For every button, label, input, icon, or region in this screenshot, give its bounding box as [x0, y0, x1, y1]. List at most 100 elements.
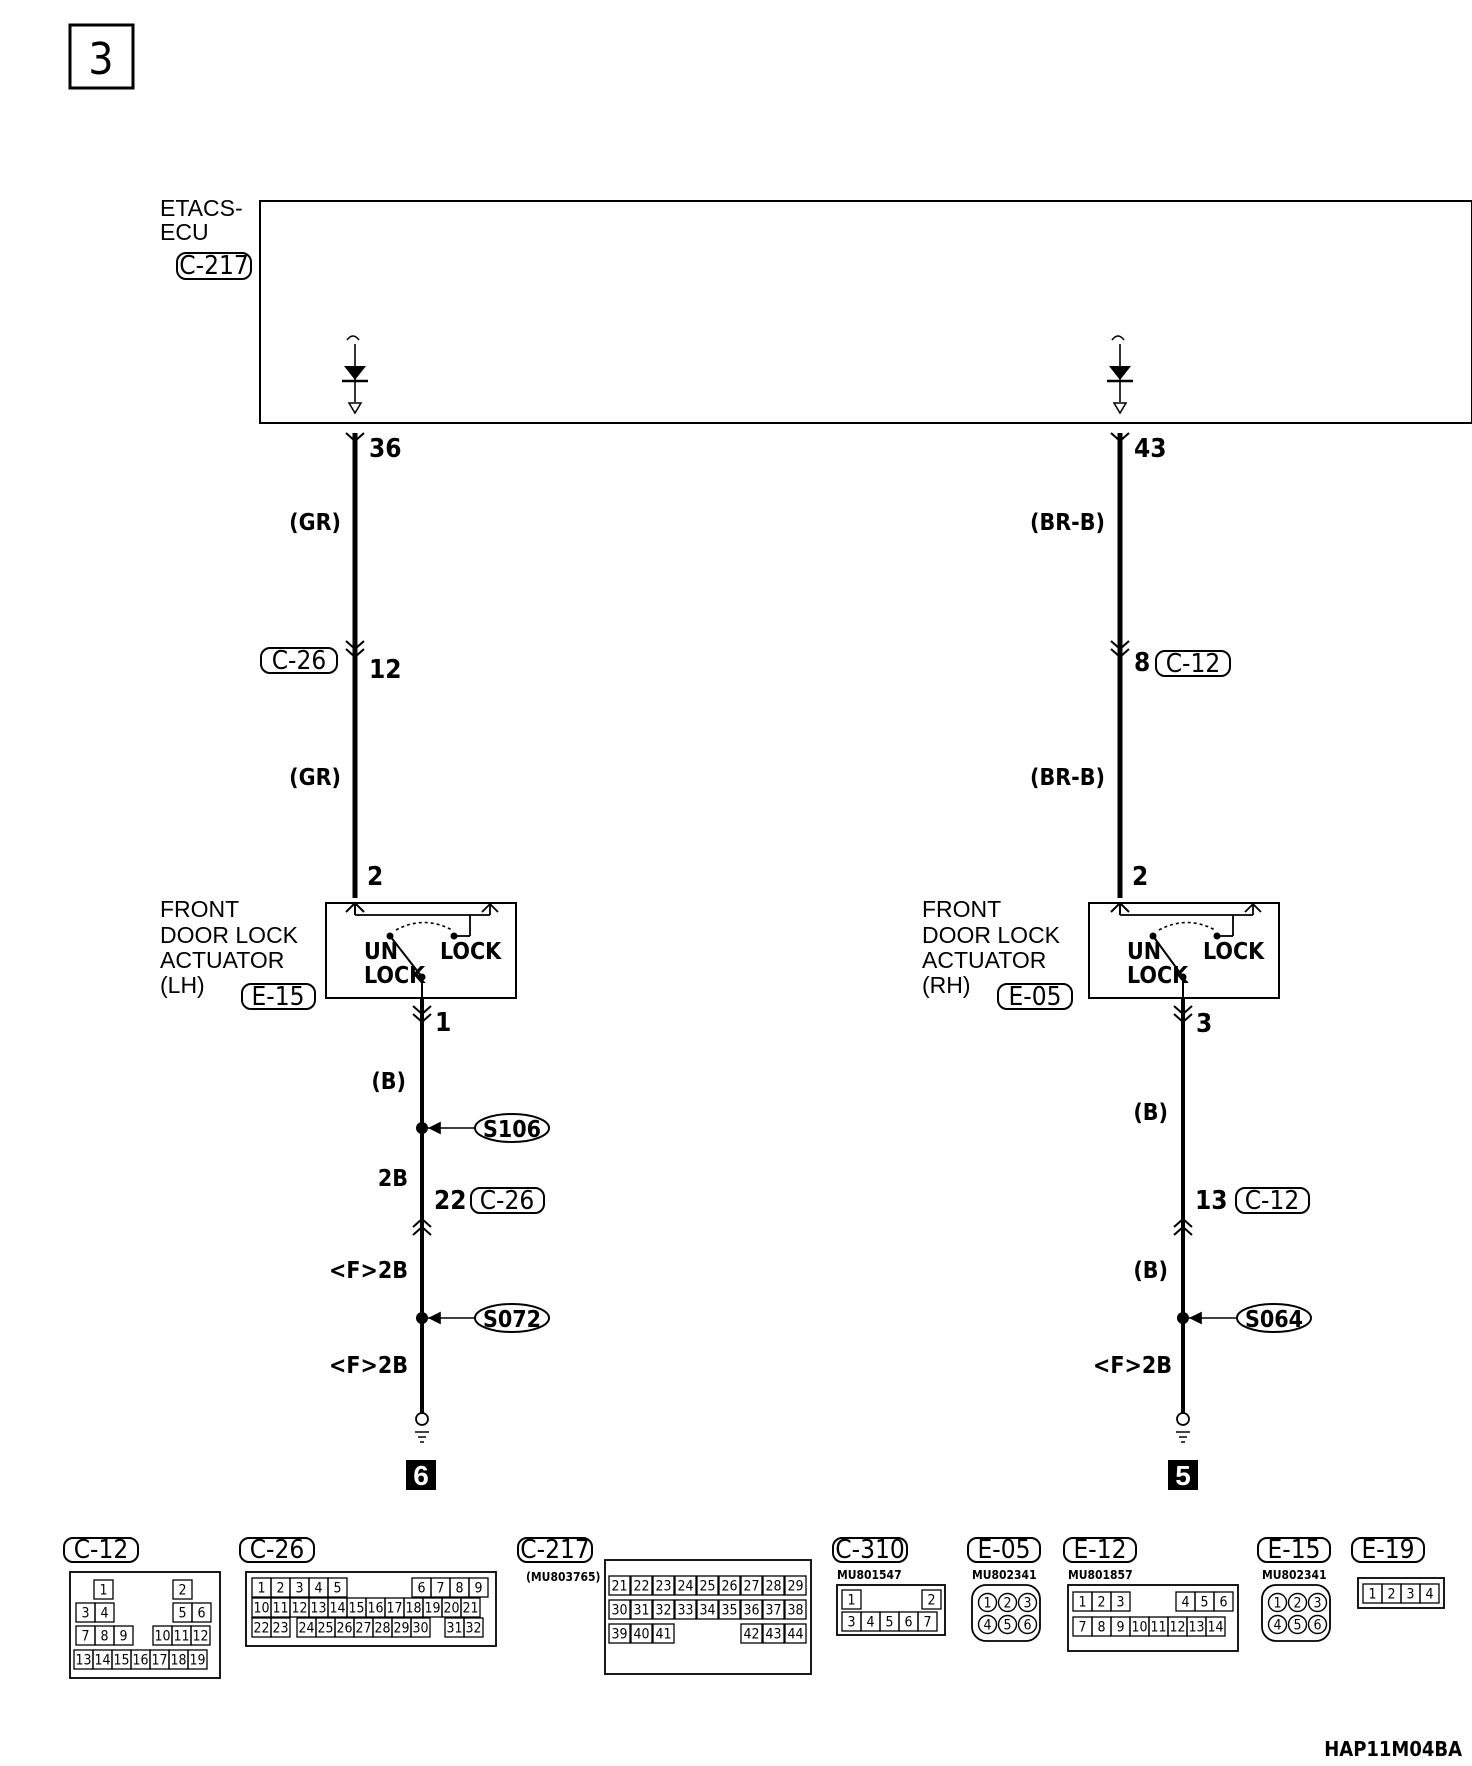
- c26-pin-10-label: 10: [253, 1601, 269, 1617]
- c26-pin-30-cell: [410, 1617, 431, 1638]
- c12-pin-9-cell: [113, 1625, 134, 1646]
- e12-pin-2-label: 2: [1097, 1595, 1105, 1611]
- c217-pin-31-cell: [630, 1599, 653, 1620]
- rh-actuator-label-2: DOOR LOCK: [922, 922, 1061, 948]
- lh-switch-unlock-2: LOCK: [364, 963, 426, 989]
- lh-actuator-connector: E-15: [252, 982, 305, 1012]
- c26-pin-31-label: 31: [446, 1621, 462, 1637]
- c26-pin-3-label: 3: [295, 1581, 303, 1597]
- lh-switch-lock: LOCK: [440, 939, 502, 965]
- c217-pin-36-cell: [740, 1599, 763, 1620]
- c217-pin-38-label: 38: [787, 1603, 803, 1619]
- c26-pin-14-label: 14: [329, 1601, 345, 1617]
- rh-ground-connector: C-12: [1245, 1186, 1300, 1216]
- c217-pin-26-label: 26: [721, 1579, 737, 1595]
- e15-pin-3-cell: [1307, 1592, 1328, 1613]
- lh-wire-color-1: (GR): [289, 510, 341, 536]
- c26-pin-23-label: 23: [272, 1621, 288, 1637]
- c217-pin-24-cell: [674, 1575, 697, 1596]
- lh-ground-connector: C-26: [480, 1186, 535, 1216]
- rh-splice-1-badge: [1236, 1303, 1312, 1333]
- ecu-connector-label: C-217: [179, 251, 248, 281]
- e12-pin-10-label: 10: [1131, 1620, 1147, 1636]
- rh-actuator-label-4: (RH): [922, 972, 971, 998]
- e05-pin-5-label: 5: [1003, 1618, 1011, 1634]
- rh-actuator-label-3: ACTUATOR: [922, 947, 1046, 973]
- lh-wire-size-1: 2B: [378, 1166, 408, 1192]
- c217-pin-23-cell: [652, 1575, 675, 1596]
- c217-pin-25-label: 25: [699, 1579, 715, 1595]
- c310-pin-6-label: 6: [904, 1615, 912, 1631]
- rh-actuator-pin-in: 2: [1132, 862, 1148, 892]
- legend-c12-name: C-12: [74, 1535, 129, 1565]
- e19-pin-3-label: 3: [1406, 1587, 1414, 1603]
- c310-pin-5-label: 5: [885, 1615, 893, 1631]
- rh-switch-unlock-1: UN: [1127, 939, 1161, 965]
- c26-pin-28-label: 28: [374, 1621, 390, 1637]
- c12-pin-19-cell: [187, 1649, 208, 1670]
- c26-pin-15-label: 15: [348, 1601, 364, 1617]
- e15-pin-4-cell: [1267, 1614, 1288, 1635]
- c26-pin-20-label: 20: [443, 1601, 459, 1617]
- e12-pin-11-label: 11: [1150, 1620, 1166, 1636]
- e05-pin-6-cell: [1017, 1614, 1038, 1635]
- rh-wire-size-1: <F>2B: [1093, 1353, 1172, 1379]
- c217-pin-44-label: 44: [787, 1627, 803, 1643]
- legend-e12-name: E-12: [1074, 1535, 1127, 1565]
- c217-pin-22-cell: [630, 1575, 653, 1596]
- c217-pin-37-cell: [762, 1599, 785, 1620]
- c12-pin-8-label: 8: [100, 1629, 108, 1645]
- e12-pin-13-label: 13: [1188, 1620, 1204, 1636]
- c26-pin-11-label: 11: [272, 1601, 288, 1617]
- e05-pin-3-cell: [1017, 1592, 1038, 1613]
- e19-pin-1-label: 1: [1368, 1587, 1376, 1603]
- e12-pin-7-label: 7: [1078, 1620, 1086, 1636]
- c310-pin-4-label: 4: [866, 1615, 874, 1631]
- c26-pin-32-label: 32: [465, 1621, 481, 1637]
- legend-c26-name: C-26: [250, 1535, 305, 1565]
- e12-pin-4-label: 4: [1181, 1595, 1189, 1611]
- c12-pin-5-label: 5: [178, 1606, 186, 1622]
- c12-pin-9-label: 9: [119, 1629, 127, 1645]
- e12-pin-14-cell: [1205, 1616, 1226, 1637]
- etacs-ecu: ETACS- ECU C-217: [160, 195, 1472, 424]
- c26-pin-24-label: 24: [298, 1621, 314, 1637]
- lh-splice-2: S072: [483, 1307, 541, 1333]
- lh-actuator-pin-out: 1: [435, 1008, 451, 1038]
- e12-pin-6-cell: [1213, 1591, 1234, 1612]
- c26-pin-21-cell: [460, 1597, 481, 1618]
- legend-e19-name: E-19: [1362, 1535, 1415, 1565]
- lh-splice-1: S106: [483, 1117, 541, 1143]
- c217-pin-42-label: 42: [743, 1627, 759, 1643]
- lh-actuator-pin-in: 2: [367, 862, 383, 892]
- c217-pin-38-cell: [784, 1599, 807, 1620]
- c26-pin-16-label: 16: [367, 1601, 383, 1617]
- legend-c217-name: C-217: [520, 1535, 589, 1565]
- page-number: 3: [88, 34, 113, 85]
- c12-pin-7-label: 7: [81, 1629, 89, 1645]
- lh-actuator-label-4: (LH): [160, 972, 205, 998]
- c217-pin-35-label: 35: [721, 1603, 737, 1619]
- c12-pin-16-label: 16: [132, 1653, 148, 1669]
- c217-pin-27-cell: [740, 1575, 763, 1596]
- c12-pin-10-label: 10: [154, 1629, 170, 1645]
- e05-pin-4-label: 4: [983, 1618, 991, 1634]
- page-number-box: 3: [68, 23, 135, 90]
- e15-pin-5-cell: [1287, 1614, 1308, 1635]
- c310-pin-1-label: 1: [847, 1593, 855, 1609]
- lh-ground-point-badge: [406, 1460, 436, 1490]
- c12-pin-1-cell: [93, 1579, 114, 1600]
- c26-pin-29-label: 29: [393, 1621, 409, 1637]
- c26-pin-26-label: 26: [336, 1621, 352, 1637]
- lh-wire-size-3: <F>2B: [329, 1353, 408, 1379]
- ecu-connector-badge: [176, 252, 252, 280]
- c217-pin-40-label: 40: [633, 1627, 649, 1643]
- lh-wire-color-2: (GR): [289, 765, 341, 791]
- c12-pin-12-cell: [190, 1625, 211, 1646]
